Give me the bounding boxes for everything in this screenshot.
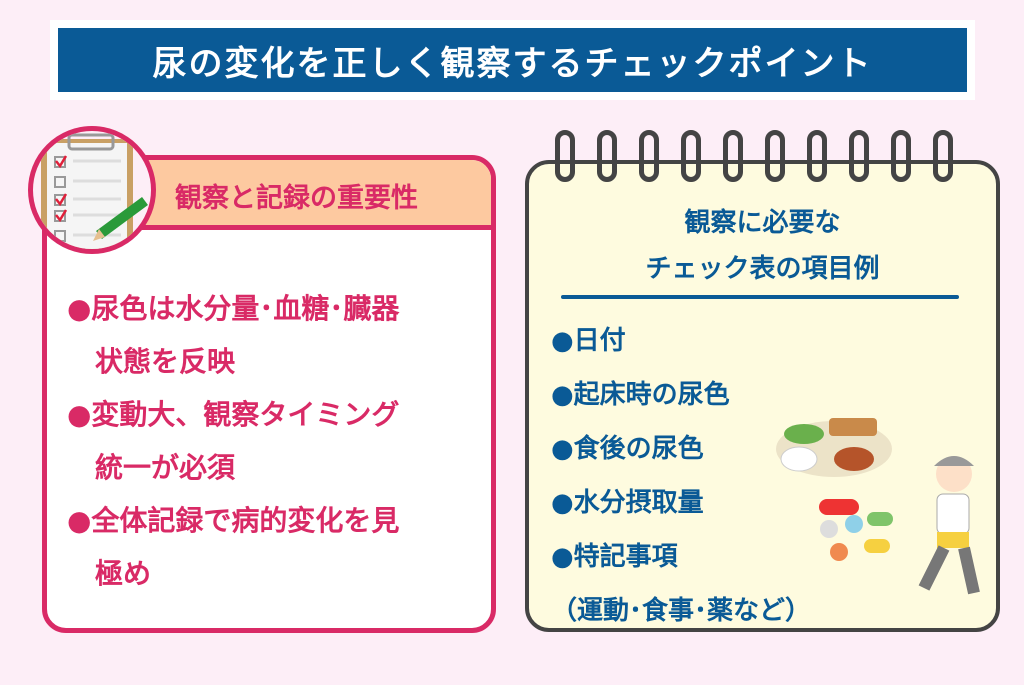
checklist-notebook: 観察に必要な チェック表の項目例 ●日付 ●起床時の尿色 ●食後の尿色 ●水分摂… <box>525 160 1000 632</box>
ring-icon <box>681 130 701 182</box>
list-item: （運動･食事･薬など） <box>551 596 812 626</box>
list-item: ●尿色は水分量･血糖･臓器 <box>67 292 400 325</box>
ring-icon <box>807 130 827 182</box>
list-item: ●起床時の尿色 <box>551 380 730 410</box>
list-item: 極め <box>67 557 152 590</box>
checklist-items: ●日付 ●起床時の尿色 ●食後の尿色 ●水分摂取量 ●特記事項 （運動･食事･薬… <box>551 314 811 638</box>
title-banner: 尿の変化を正しく観察するチェックポイント <box>50 20 975 100</box>
list-item: ●食後の尿色 <box>551 434 704 464</box>
ring-icon <box>555 130 575 182</box>
list-item: ●特記事項 <box>551 542 678 572</box>
meal-pills-runner-illustration <box>776 418 980 595</box>
notebook-spiral <box>555 130 975 190</box>
clipboard-icon <box>28 126 156 254</box>
page-title: 尿の変化を正しく観察するチェックポイント <box>58 28 967 92</box>
ring-icon <box>639 130 659 182</box>
card-heading: 観察と記録の重要性 <box>175 183 418 214</box>
ring-icon <box>849 130 869 182</box>
list-item: 統一が必須 <box>67 451 236 484</box>
list-item: 状態を反映 <box>67 345 236 378</box>
ring-icon <box>933 130 953 182</box>
ring-icon <box>723 130 743 182</box>
list-item: ●水分摂取量 <box>551 488 704 518</box>
notebook-title-line1: 観察に必要な <box>684 208 841 238</box>
ring-icon <box>597 130 617 182</box>
notebook-title-line2: チェック表の項目例 <box>645 254 880 284</box>
divider <box>561 295 959 299</box>
list-item: ●日付 <box>551 326 626 356</box>
ring-icon <box>891 130 911 182</box>
ring-icon <box>765 130 785 182</box>
importance-list: ●尿色は水分量･血糖･臓器 状態を反映 ●変動大、観察タイミング 統一が必須 ●… <box>67 282 399 600</box>
list-item: ●全体記録で病的変化を見 <box>67 504 400 537</box>
list-item: ●変動大、観察タイミング <box>67 398 400 431</box>
